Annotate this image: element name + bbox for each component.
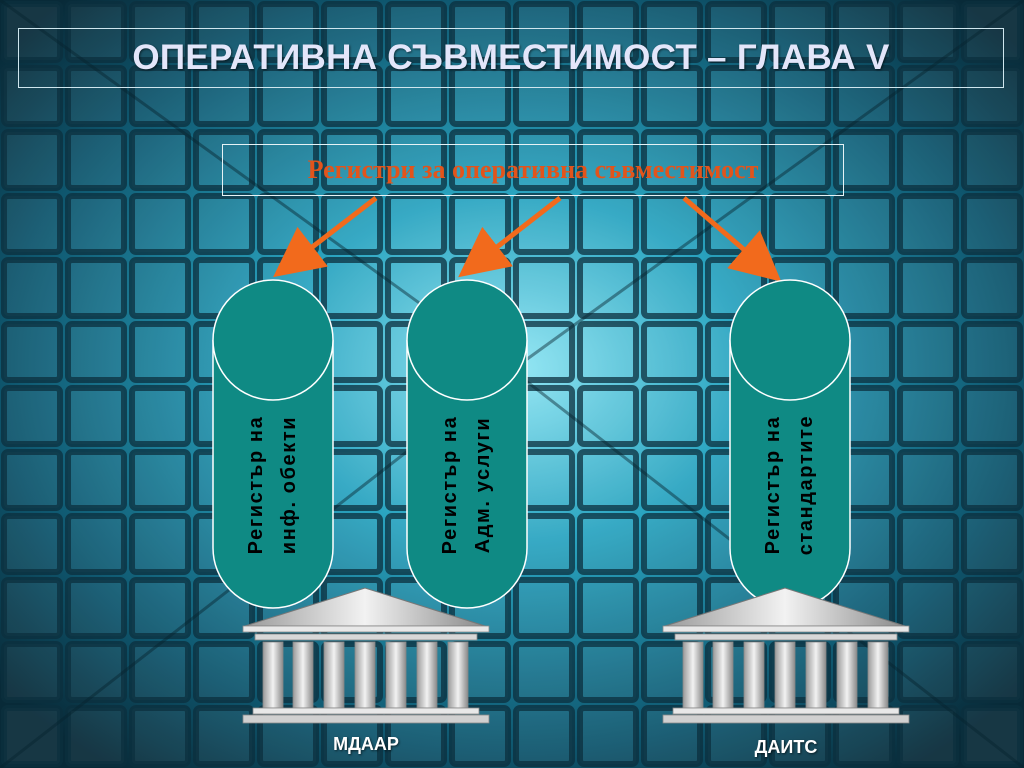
- arrow-to-register-3: [682, 196, 782, 282]
- subtitle-box: Регистри за оперативна съвместимост: [222, 144, 844, 196]
- register-label-1-line2: инф. обекти: [278, 415, 300, 555]
- register-cylinder-1: [212, 279, 334, 609]
- register-label-2-line2: Адм. услуги: [472, 416, 494, 554]
- arrow-to-register-1: [273, 196, 378, 278]
- register-label-2-line1: Регистър на: [439, 415, 461, 555]
- register-label-3-line2: стандартите: [795, 414, 817, 556]
- register-label-3: Регистър на стандартите: [750, 355, 830, 615]
- slide-subtitle: Регистри за оперативна съвместимост: [307, 155, 759, 184]
- classical-building-icon: [242, 587, 490, 724]
- register-label-1-line1: Регистър на: [245, 415, 267, 555]
- title-box: ОПЕРАТИВНА СЪВМЕСТИМОСТ – ГЛАВА V: [18, 28, 1004, 88]
- institution-label-mdaar: МДААР: [333, 734, 399, 754]
- register-cylinder-3: [729, 279, 851, 609]
- classical-building-icon: [662, 587, 910, 724]
- arrow-to-register-2: [458, 196, 562, 278]
- slide-title: ОПЕРАТИВНА СЪВМЕСТИМОСТ – ГЛАВА V: [132, 38, 890, 77]
- register-label-2: Регистър на Адм. услуги: [427, 355, 507, 615]
- institution-label-daits: ДАИТС: [754, 737, 818, 757]
- register-label-1: Регистър на инф. обекти: [233, 355, 313, 615]
- register-cylinder-2: [406, 279, 528, 609]
- register-label-3-line1: Регистър на: [762, 415, 784, 555]
